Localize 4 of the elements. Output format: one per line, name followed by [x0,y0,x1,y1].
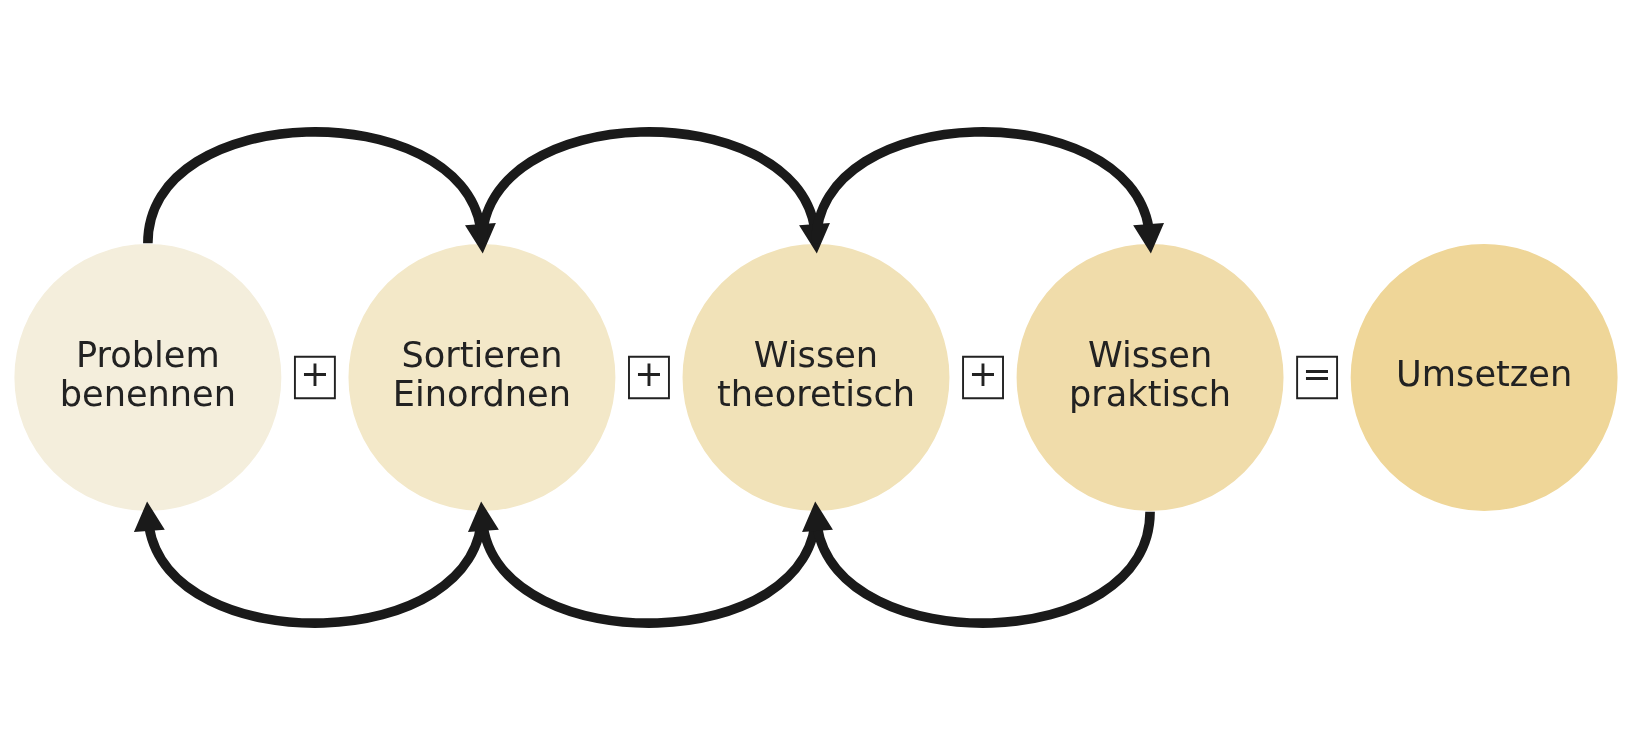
label: = [1302,352,1332,394]
label: + [300,352,330,394]
label: + [634,352,664,394]
label: + [968,352,998,394]
